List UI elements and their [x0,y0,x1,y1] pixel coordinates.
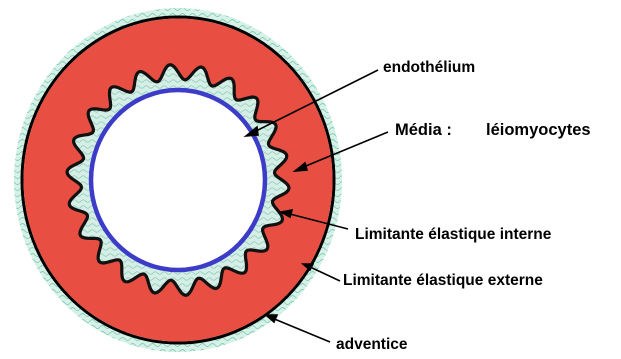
label-adventitia: adventice [336,337,408,353]
label-leiomyocytes: léiomyocytes [486,122,591,139]
label-external-elastic-lamina: Limitante élastique externe [343,273,543,289]
endothelium-ring [91,90,265,270]
label-endothelium: endothélium [383,60,475,76]
leader-adventitia [272,318,330,342]
label-internal-elastic-lamina: Limitante élastique interne [355,227,551,243]
label-media: Média : [395,122,452,139]
